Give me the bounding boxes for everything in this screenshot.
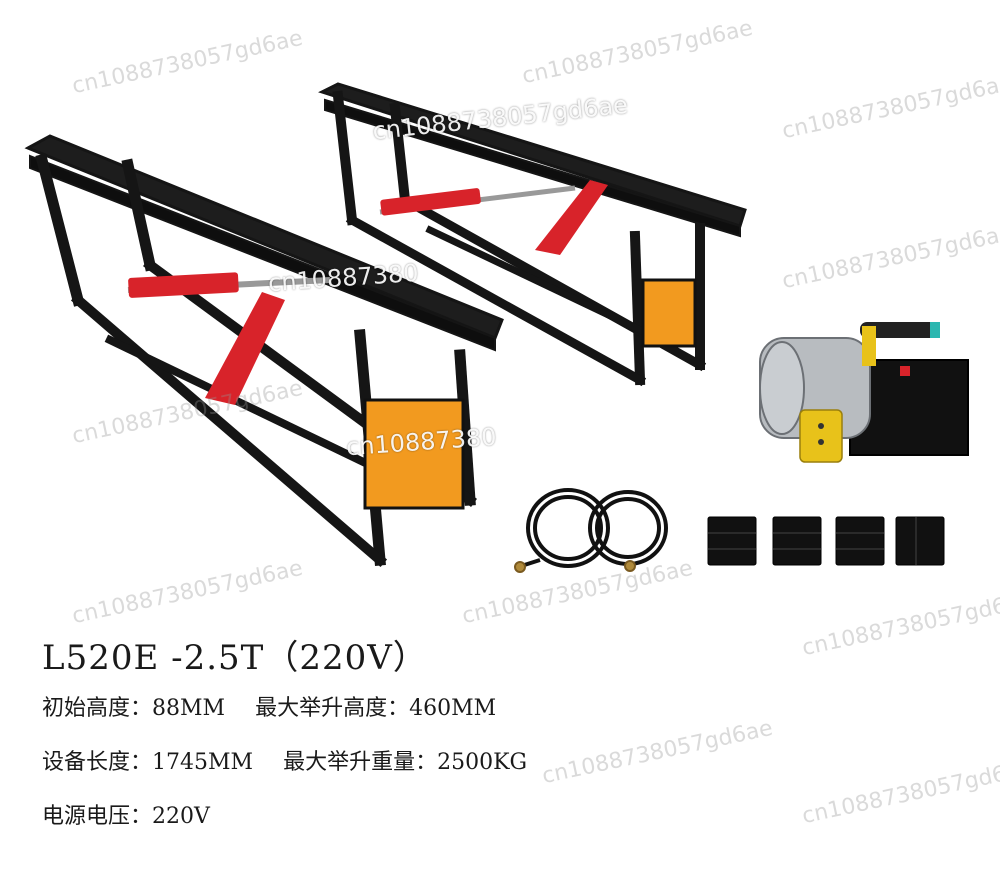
rear-lift-frame (318, 82, 747, 387)
product-illustration (24, 82, 969, 573)
length-label: 设备长度： (42, 750, 153, 775)
max-lift-weight-value: 2500KG (437, 750, 528, 775)
length-value: 1745MM (152, 750, 254, 775)
max-lift-height-label: 最大举升高度： (255, 696, 410, 721)
watermark: cn1088738057gd6ae (539, 715, 775, 790)
voltage-label: 电源电压： (42, 804, 153, 829)
max-lift-weight-label: 最大举升重量： (283, 750, 438, 775)
rear-cylinder (379, 180, 608, 255)
front-lift-frame (24, 134, 504, 568)
initial-height-label: 初始高度： (42, 696, 153, 721)
rubber-pads (707, 516, 945, 566)
hydraulic-hoses (514, 488, 668, 573)
voltage-value: 220V (152, 804, 210, 829)
initial-height-value: 88MM (152, 696, 226, 721)
front-cylinder (127, 272, 331, 405)
watermark: cn1088738057gd6ae (799, 755, 1000, 830)
spec-row-1: 初始高度：88MM 最大举升高度：460MM (42, 690, 496, 722)
hydraulic-power-unit (759, 322, 969, 463)
max-lift-height-value: 460MM (409, 696, 497, 721)
spec-row-2: 设备长度：1745MM 最大举升重量：2500KG (42, 744, 527, 776)
spec-row-3: 电源电压：220V (42, 798, 210, 830)
product-title: L520E -2.5T（220V） (42, 638, 428, 678)
